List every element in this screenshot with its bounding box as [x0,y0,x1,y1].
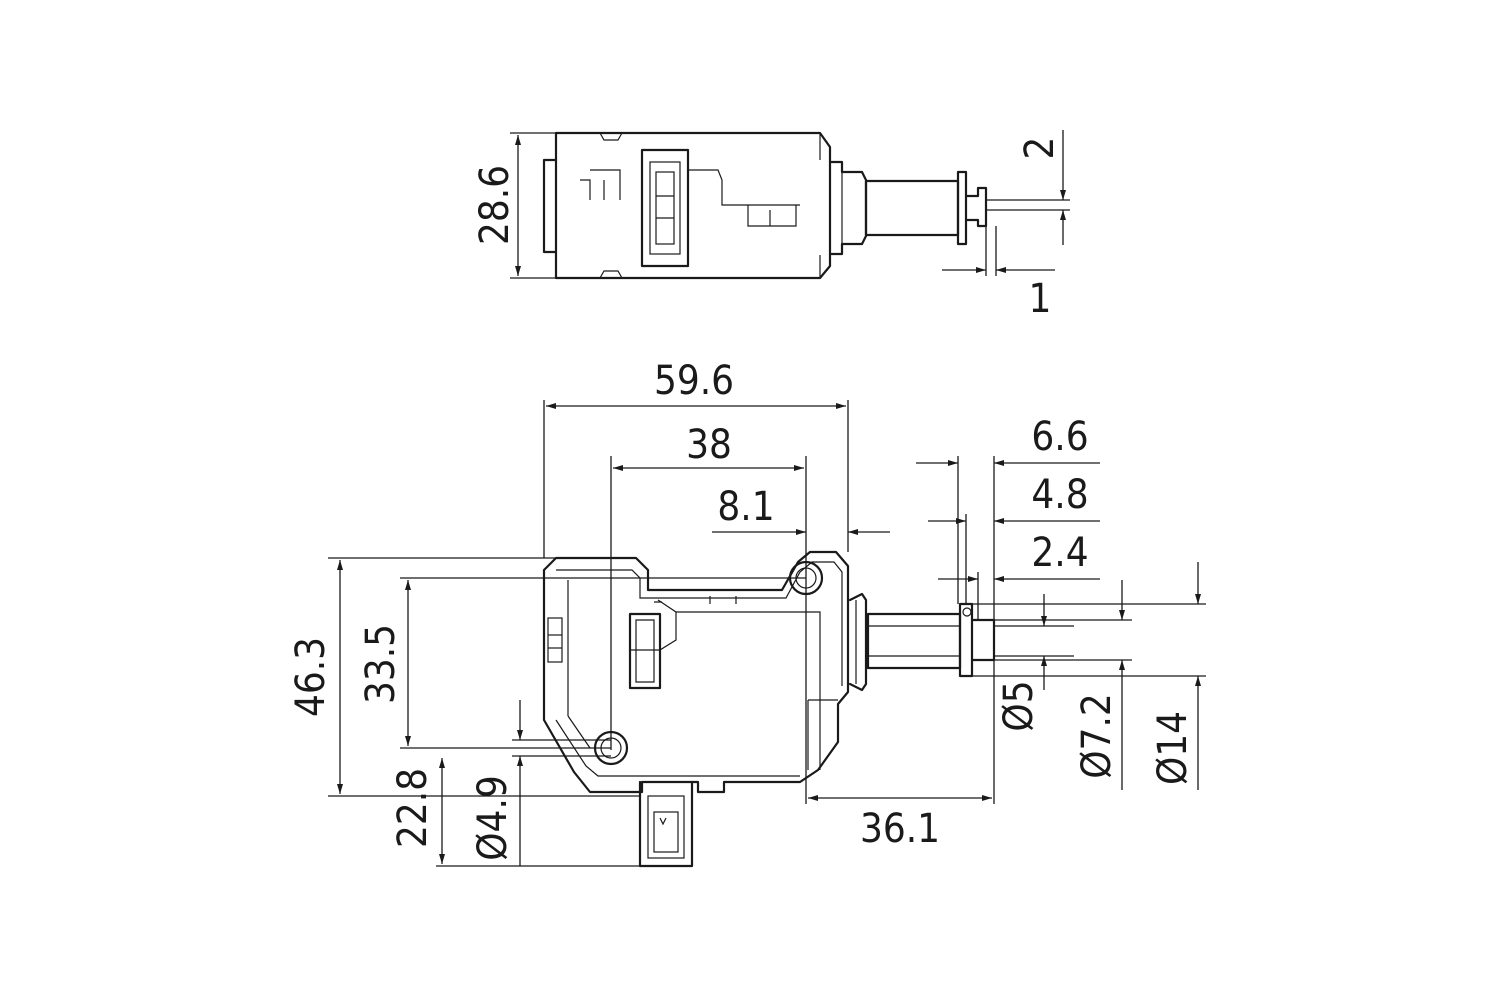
front-view-flange [848,592,868,692]
top-view [542,131,1070,280]
dim-height-22-8: 22.8 [390,768,436,848]
front-view-shaft [866,612,962,670]
dim-plunger-4-8: 4.8 [1031,472,1088,518]
front-view-connector [638,780,694,868]
dim-plunger-length: 36.1 [860,806,940,852]
dim-hole-diameter: Ø4.9 [470,775,516,861]
top-view-shaft [864,179,960,237]
dim-top-stroke: 2 [1017,137,1063,160]
dim-top-height: 28.6 [472,165,518,245]
top-view-tip [956,170,988,246]
dim-tip-diameter: Ø7.2 [1074,693,1120,779]
dim-plunger-6-6: 6.6 [1031,414,1088,460]
top-view-dimensions: 28.6 2 1 [472,130,1066,322]
top-view-flange [828,160,868,256]
dim-height-33-5: 33.5 [358,624,404,704]
front-view-body [542,550,850,794]
dim-flange-diameter: Ø14 [1150,711,1196,785]
dim-width-38: 38 [686,422,732,468]
top-view-connector [640,148,690,268]
dim-overall-height: 46.3 [288,637,334,717]
front-view [542,550,996,868]
front-view-dimensions: 59.6 38 8.1 6.6 4.8 2.4 46.3 33.5 [288,358,1206,867]
dim-top-offset: 1 [1029,276,1052,322]
dim-width-8-1: 8.1 [717,484,774,530]
dim-shaft-diameter: Ø5 [996,680,1042,731]
front-view-tip [958,602,996,678]
dim-plunger-2-4: 2.4 [1031,530,1088,576]
dim-overall-width: 59.6 [654,358,734,404]
